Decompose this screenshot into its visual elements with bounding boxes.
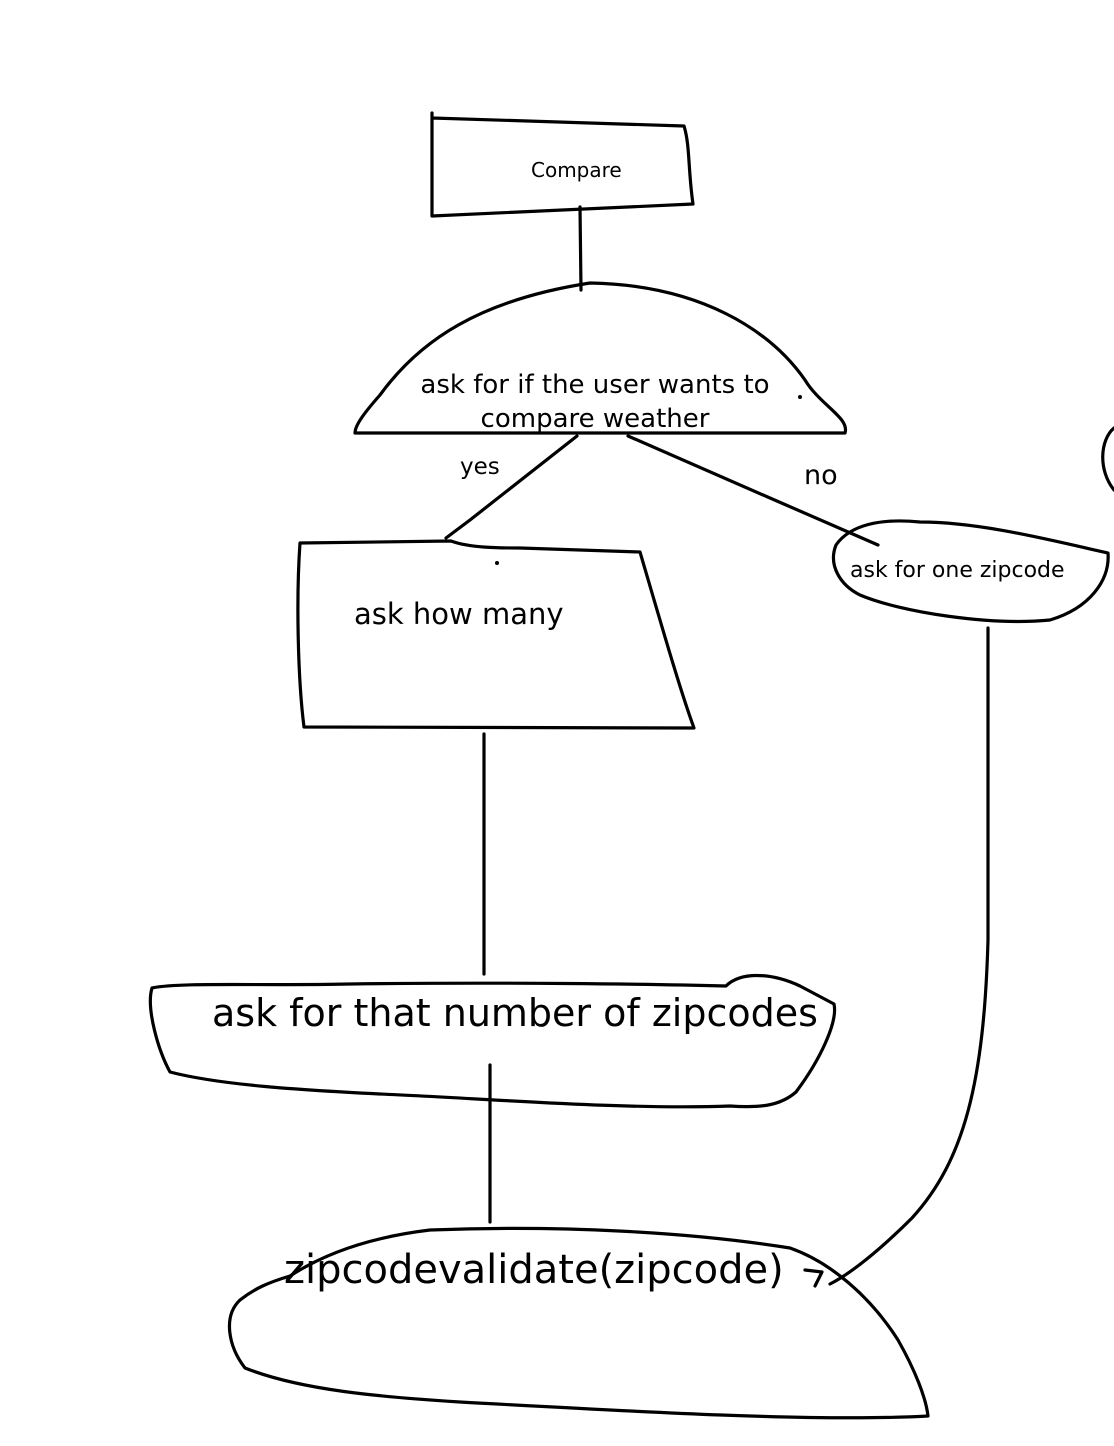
ask-how-many-node-shape (296, 539, 696, 730)
ask-that-number-node-shape (148, 973, 837, 1109)
ask-one-zipcode-label: ask for one zipcode (850, 558, 1065, 583)
ask-one-zipcode-node-shape (831, 519, 1110, 623)
edge-one-zipcode-to-validate (828, 626, 990, 1286)
decision-node-shape (353, 281, 848, 435)
edge-yes (444, 434, 579, 540)
validate-node-shape (227, 1226, 930, 1420)
ask-compare-label: ask for if the user wants to compare wea… (420, 370, 770, 434)
yes-edge-label: yes (460, 454, 500, 480)
stray-dot (495, 561, 499, 565)
stray-dot-2 (798, 395, 802, 399)
ask-how-many-label: ask how many (354, 597, 564, 631)
offscreen-node-shape (1101, 426, 1114, 492)
compare-node-shape (430, 111, 695, 218)
no-edge-label: no (804, 460, 838, 491)
ask-that-number-label: ask for that number of zipcodes (212, 991, 818, 1035)
edge-one-zipcode-arrowhead (803, 1268, 824, 1288)
compare-label: Compare (531, 158, 622, 182)
edge-no (626, 434, 880, 547)
edge-compare-to-decision (578, 205, 583, 292)
validate-label: zipcodevalidate(zipcode) (284, 1247, 784, 1293)
